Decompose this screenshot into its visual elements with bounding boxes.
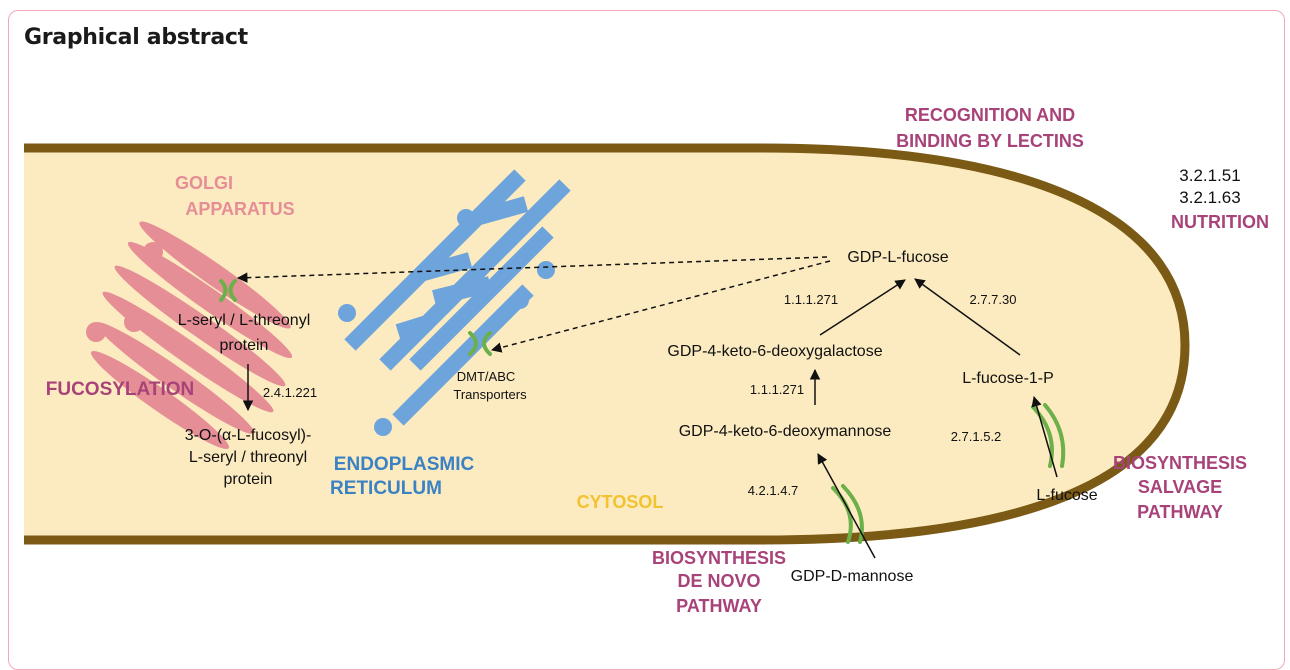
de-novo-label-line3: PATHWAY	[676, 596, 762, 616]
er-ribosomes	[338, 209, 555, 436]
gdp-l-fucose: GDP-L-fucose	[847, 249, 948, 266]
de-novo-label-line2: DE NOVO	[677, 571, 760, 591]
cell-diagram: GOLGI APPARATUS ENDOPLASMIC RETICULUM CY…	[24, 105, 1269, 616]
golgi-label-line2: APPARATUS	[185, 199, 294, 219]
salvage-label-line3: PATHWAY	[1137, 502, 1223, 522]
enzyme-2-7-1-52: 2.7.1.5.2	[951, 429, 1002, 444]
recognition-label-line2: BINDING BY LECTINS	[896, 131, 1084, 151]
enzyme-1-1-1-271-b: 1.1.1.271	[750, 382, 804, 397]
golgi-label-line1: GOLGI	[175, 173, 233, 193]
gdp-d-mannose: GDP-D-mannose	[791, 568, 914, 585]
l-fucose-1-p: L-fucose-1-P	[962, 370, 1054, 387]
de-novo-label-line1: BIOSYNTHESIS	[652, 548, 786, 568]
er-label-line2: RETICULUM	[330, 478, 442, 499]
enzyme-1-1-1-271-a: 1.1.1.271	[784, 292, 838, 307]
enzyme-4-2-1-47: 4.2.1.4.7	[748, 483, 799, 498]
product-line3: protein	[224, 471, 273, 488]
recognition-label-line1: RECOGNITION AND	[905, 105, 1075, 125]
transporter-channels	[219, 279, 1066, 544]
enzyme-2-7-7-30: 2.7.7.30	[970, 292, 1017, 307]
l-fucose: L-fucose	[1036, 487, 1097, 504]
enzyme-2-4-1-221: 2.4.1.221	[263, 385, 317, 400]
golgi-apparatus	[86, 221, 293, 450]
panel-heading: Graphical abstract	[24, 25, 248, 50]
nutrition-ec1: 3.2.1.51	[1179, 166, 1240, 185]
product-line1: 3-O-(α-L-fucosyl)-	[185, 427, 312, 444]
pathway-arrows	[236, 256, 1058, 559]
nutrition-label: NUTRITION	[1171, 212, 1269, 232]
fucosylation-label: FUCOSYLATION	[46, 379, 194, 400]
product-line2: L-seryl / threonyl	[189, 449, 307, 466]
transporters-line2: Transporters	[453, 387, 527, 402]
transporters-line1: DMT/ABC	[457, 369, 516, 384]
salvage-label-line1: BIOSYNTHESIS	[1113, 453, 1247, 473]
gdp-keto-mannose: GDP-4-keto-6-deoxymannose	[679, 423, 892, 440]
substrate-line2: protein	[220, 337, 269, 354]
nutrition-ec2: 3.2.1.63	[1179, 188, 1240, 207]
cytosol-label: CYTOSOL	[577, 492, 664, 512]
salvage-label-line2: SALVAGE	[1138, 477, 1222, 497]
substrate-line1: L-seryl / L-threonyl	[178, 312, 311, 329]
cell-membrane	[24, 143, 1190, 545]
er-label-line1: ENDOPLASMIC	[334, 454, 475, 475]
gdp-keto-galactose: GDP-4-keto-6-deoxygalactose	[667, 343, 882, 360]
